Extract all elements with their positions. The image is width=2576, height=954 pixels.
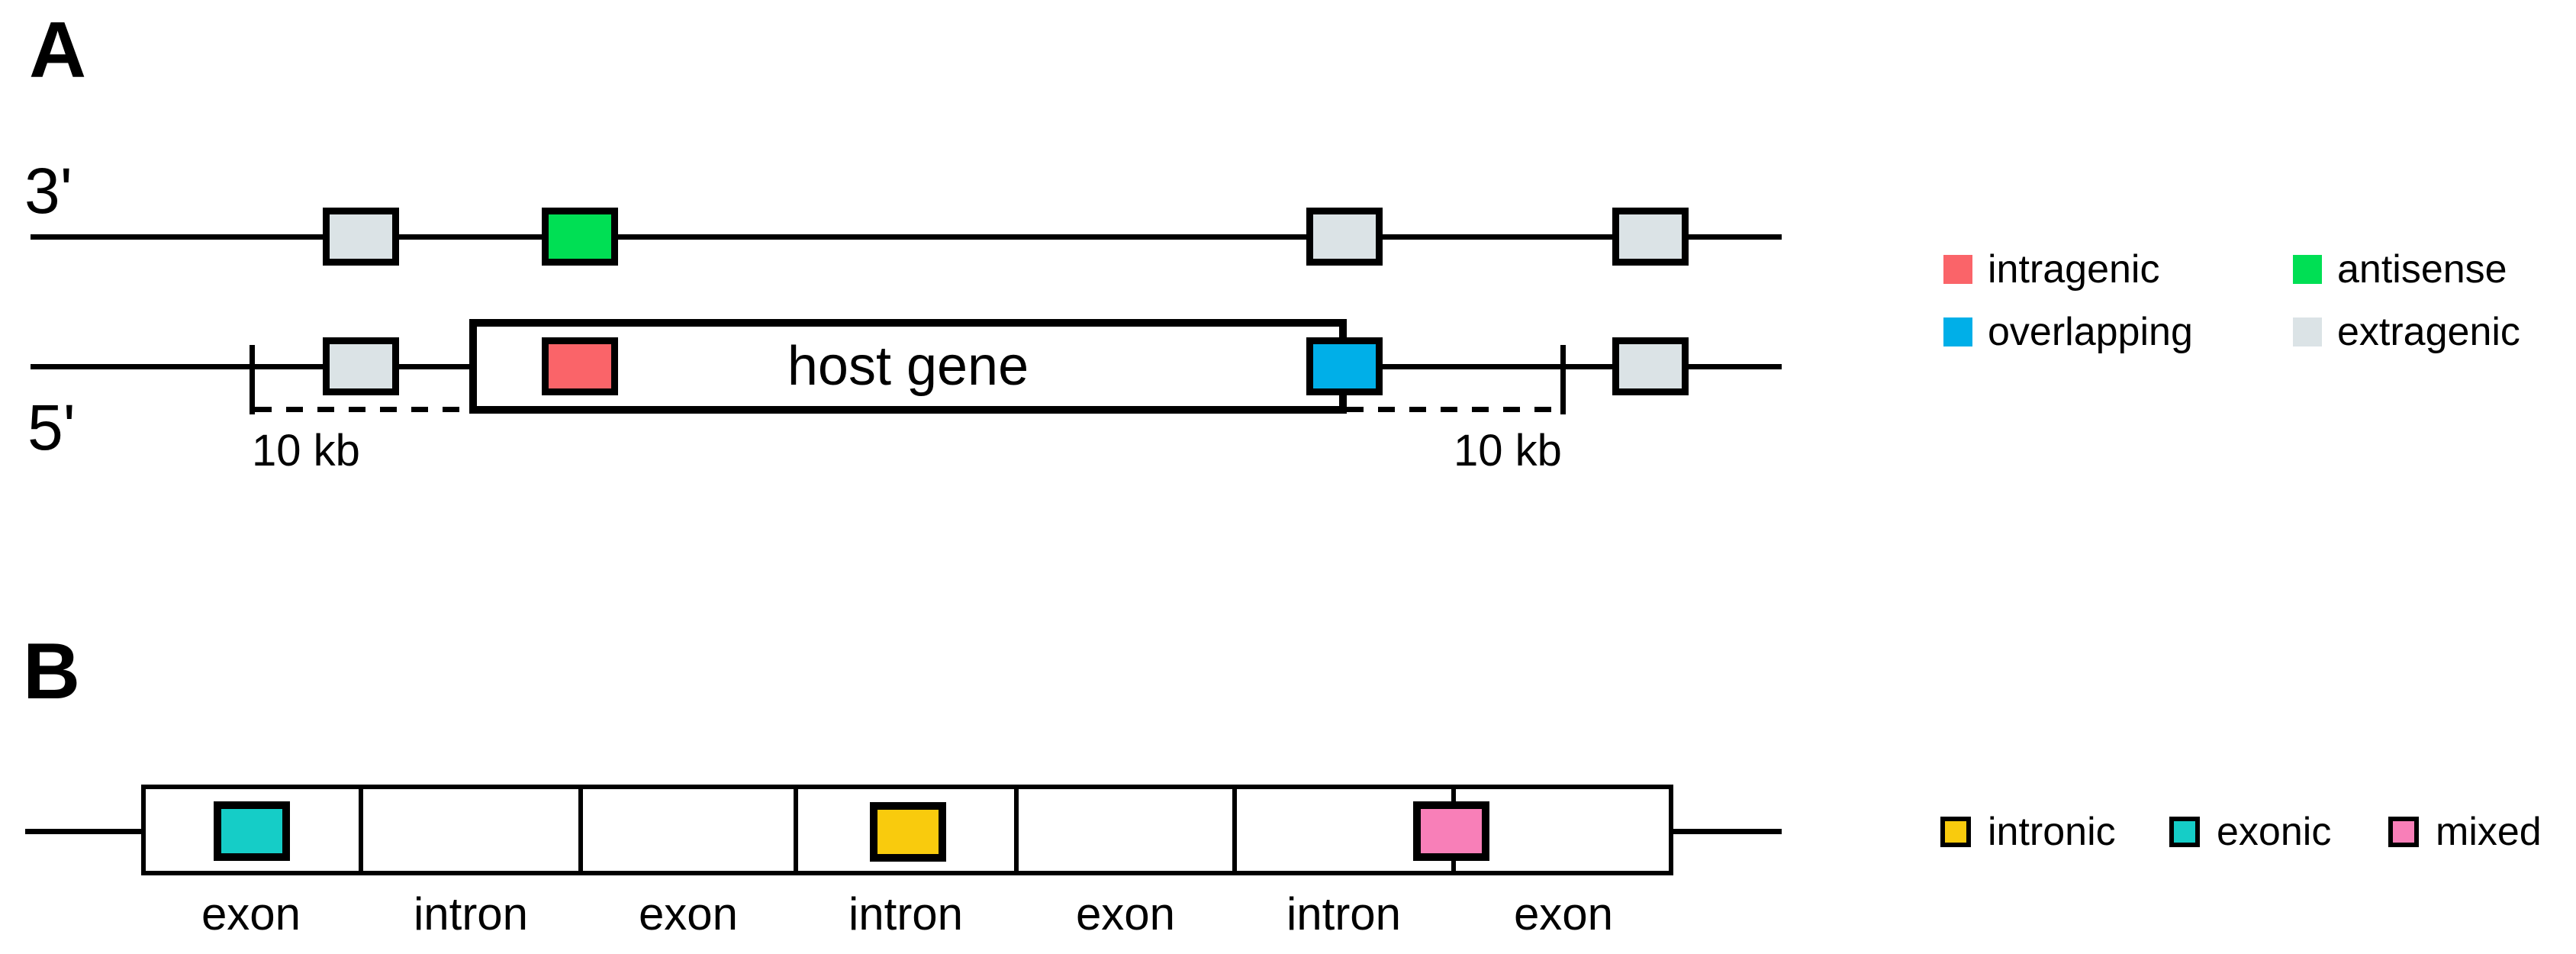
divider-4 [1014, 785, 1019, 875]
gene-line-left [25, 829, 141, 834]
segment-label-intron-3: intron [1286, 888, 1402, 939]
strand-3prime-label: 3' [24, 155, 72, 227]
intragenic-box [542, 337, 618, 395]
overlapping-swatch [1943, 317, 1972, 346]
host-gene-label: host gene [787, 336, 1029, 397]
downstream-dashed-line [1347, 407, 1560, 412]
extragenic-swatch [2293, 317, 2322, 346]
panel-a-label: A [29, 6, 87, 95]
antisense-label: antisense [2337, 247, 2507, 292]
extragenic-box-top-1 [323, 208, 399, 266]
downstream-scale-label: 10 kb [1454, 426, 1562, 475]
segment-label-exon-4: exon [1513, 888, 1614, 939]
overlapping-box [1306, 337, 1383, 395]
intronic-label: intronic [1988, 810, 2116, 854]
legend-a-item-antisense: antisense [2293, 247, 2507, 292]
overlapping-label: overlapping [1988, 310, 2193, 354]
intronic-box [870, 802, 946, 862]
divider-2 [578, 785, 583, 875]
upstream-boundary-tick [250, 345, 255, 414]
upstream-dashed-line [255, 407, 469, 412]
panel-b-label: B [23, 627, 81, 716]
legend-b-item-mixed: mixed [2388, 810, 2542, 854]
exonic-box [214, 801, 290, 861]
legend-b-item-intronic: intronic [1940, 810, 2116, 854]
exonic-swatch [2169, 817, 2200, 847]
segment-label-intron-2: intron [848, 888, 964, 939]
exonic-label: exonic [2217, 810, 2332, 854]
segment-label-exon-3: exon [1075, 888, 1176, 939]
extragenic-label: extragenic [2337, 310, 2520, 354]
intronic-swatch [1940, 817, 1971, 847]
antisense-swatch [2293, 255, 2322, 284]
legend-b-item-exonic: exonic [2169, 810, 2332, 854]
legend-a-item-intragenic: intragenic [1943, 247, 2160, 292]
strand-3prime-line [31, 234, 1782, 240]
divider-5 [1232, 785, 1237, 875]
extragenic-box-top-3 [1612, 208, 1689, 266]
divider-3 [794, 785, 798, 875]
antisense-box [542, 208, 618, 266]
segment-label-exon-1: exon [201, 888, 301, 939]
gene-line-right [1673, 829, 1782, 834]
upstream-scale-label: 10 kb [252, 426, 360, 475]
strand-5prime-label: 5' [27, 392, 76, 463]
intragenic-swatch [1943, 255, 1972, 284]
divider-1 [359, 785, 363, 875]
mixed-label: mixed [2436, 810, 2542, 854]
extragenic-box-bottom-2 [1612, 337, 1689, 395]
legend-a-item-extragenic: extragenic [2293, 310, 2520, 354]
intragenic-label: intragenic [1988, 247, 2160, 292]
mixed-box [1413, 801, 1489, 861]
extragenic-box-bottom-1 [323, 337, 399, 395]
mixed-swatch [2388, 817, 2419, 847]
extragenic-box-top-2 [1306, 208, 1383, 266]
legend-a-item-overlapping: overlapping [1943, 310, 2193, 354]
downstream-boundary-tick [1560, 345, 1566, 414]
segment-label-exon-2: exon [638, 888, 739, 939]
segment-label-intron-1: intron [413, 888, 529, 939]
